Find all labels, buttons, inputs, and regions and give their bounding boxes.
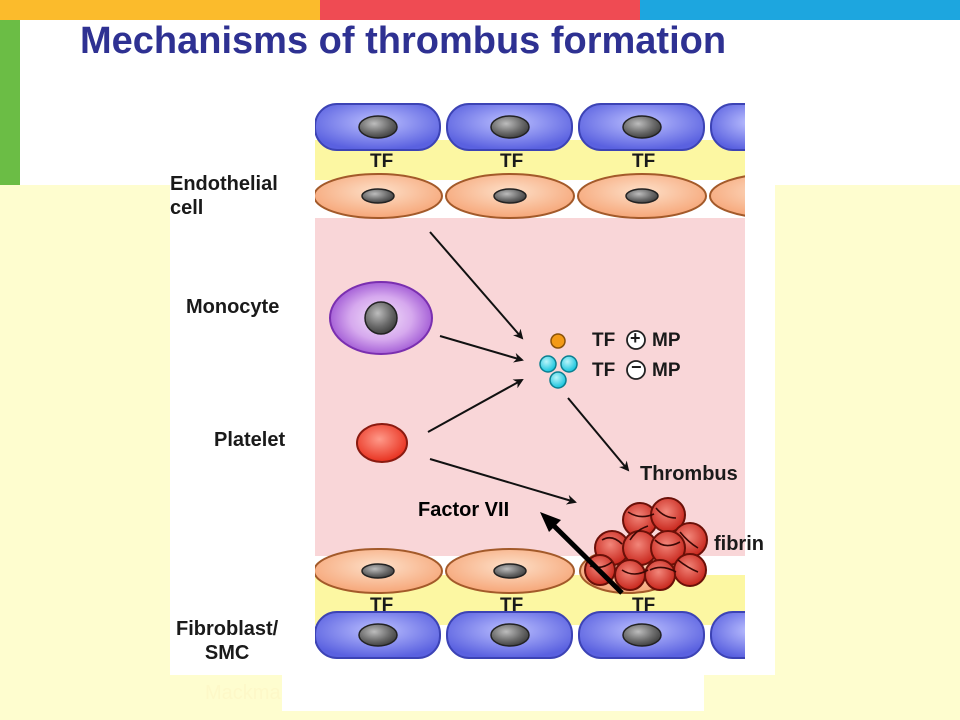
plus-sign: + <box>630 328 641 348</box>
plus-symbol-icon <box>626 330 646 350</box>
monocyte-label: Monocyte <box>186 296 280 318</box>
tf-label-top-2: TF <box>500 151 524 172</box>
endothelial-cell-label: Endothelial cell <box>170 173 278 219</box>
monocyte-cell <box>329 281 433 355</box>
slide-title: Mechanisms of thrombus formation <box>80 20 727 62</box>
credit-text: Mackman <box>205 682 292 704</box>
fibrin-strands <box>589 507 699 575</box>
platelet-cell <box>356 423 408 463</box>
factor-vii-arrow <box>546 518 624 595</box>
top-bar-yellow <box>0 0 320 20</box>
outer-cell-row-top <box>315 103 745 151</box>
tf-label-bottom-1: TF <box>370 595 394 616</box>
mp-positive-label: MP <box>652 330 681 351</box>
tf-label-bottom-2: TF <box>500 595 524 616</box>
sidebar-accent <box>0 20 20 185</box>
fibroblast-smc-label: Fibroblast/ SMC <box>176 618 279 664</box>
factor-vii-arrowhead-icon <box>540 512 561 532</box>
tf-negative-label: TF <box>592 360 616 381</box>
minus-symbol-icon <box>626 360 646 380</box>
fibrin-label: fibrin <box>714 533 764 555</box>
tf-label-top-1: TF <box>370 151 394 172</box>
factor-vii-label: Factor VII <box>418 499 510 521</box>
top-bar-blue <box>640 0 960 20</box>
caption-box <box>282 675 704 711</box>
mp-negative-label: MP <box>652 360 681 381</box>
outer-cell-row-bottom <box>315 611 745 659</box>
microparticles <box>539 333 578 389</box>
thrombus-label: Thrombus <box>640 463 738 485</box>
tf-label-bottom-3: TF <box>632 595 656 616</box>
tf-label-top-3: TF <box>632 151 656 172</box>
top-bar-red <box>320 0 640 20</box>
endothelial-row-top <box>315 173 745 219</box>
tf-positive-label: TF <box>592 330 616 351</box>
pathway-arrows <box>427 231 630 505</box>
minus-sign: − <box>631 357 642 377</box>
platelet-label: Platelet <box>214 429 286 451</box>
